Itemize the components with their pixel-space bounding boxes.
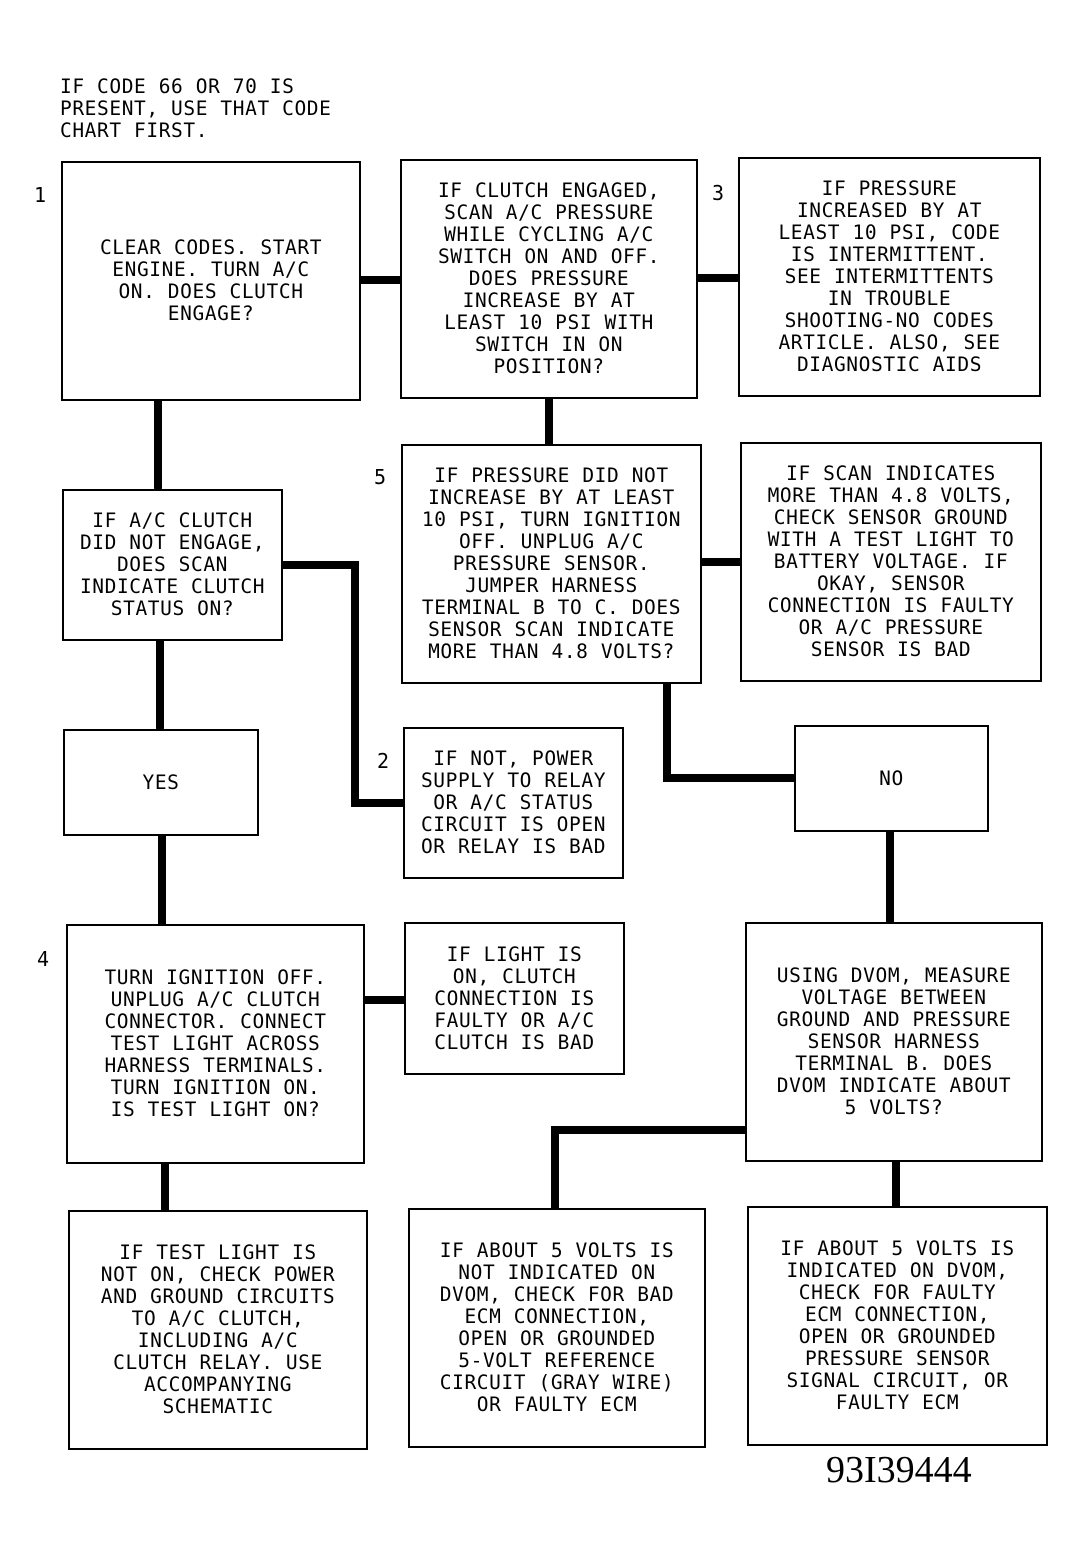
box-is-5-volts: IF ABOUT 5 VOLTS IS INDICATED ON DVOM, C… — [747, 1206, 1048, 1446]
box-power-supply: IF NOT, POWER SUPPLY TO RELAY OR A/C STA… — [403, 727, 624, 879]
box-clutch-not-engaged: IF A/C CLUTCH DID NOT ENGAGE, DOES SCAN … — [62, 489, 283, 641]
step-number-4: 4 — [37, 947, 50, 971]
box-pressure-increased: IF PRESSURE INCREASED BY AT LEAST 10 PSI… — [738, 157, 1041, 397]
step-number-5: 5 — [374, 465, 387, 489]
figure-id: 93I39444 — [826, 1449, 972, 1491]
box-test-light-not-on: IF TEST LIGHT IS NOT ON, CHECK POWER AND… — [68, 1210, 368, 1450]
step-number-1: 1 — [34, 183, 47, 207]
box-no: NO — [794, 725, 989, 832]
arrow-dvom-to-not-5v — [551, 1126, 745, 1212]
box-light-on: IF LIGHT IS ON, CLUTCH CONNECTION IS FAU… — [404, 922, 625, 1075]
step-number-2: 2 — [377, 749, 390, 773]
box-clutch-engaged: IF CLUTCH ENGAGED, SCAN A/C PRESSURE WHI… — [400, 159, 698, 399]
arrow-not-engaged-to-power — [283, 561, 407, 807]
arrow-5-to-no — [663, 683, 798, 782]
box-pressure-not-increased: IF PRESSURE DID NOT INCREASE BY AT LEAST… — [401, 444, 702, 684]
step-number-3: 3 — [712, 181, 725, 205]
box-clear-codes: CLEAR CODES. START ENGINE. TURN A/C ON. … — [61, 161, 361, 401]
box-not-5-volts: IF ABOUT 5 VOLTS IS NOT INDICATED ON DVO… — [408, 1208, 706, 1448]
header-note: IF CODE 66 OR 70 IS PRESENT, USE THAT CO… — [60, 75, 332, 142]
box-using-dvom: USING DVOM, MEASURE VOLTAGE BETWEEN GROU… — [745, 922, 1043, 1162]
box-yes: YES — [63, 729, 259, 836]
box-turn-ignition-off: TURN IGNITION OFF. UNPLUG A/C CLUTCH CON… — [66, 924, 365, 1164]
box-scan-more-than: IF SCAN INDICATES MORE THAN 4.8 VOLTS, C… — [740, 442, 1042, 682]
